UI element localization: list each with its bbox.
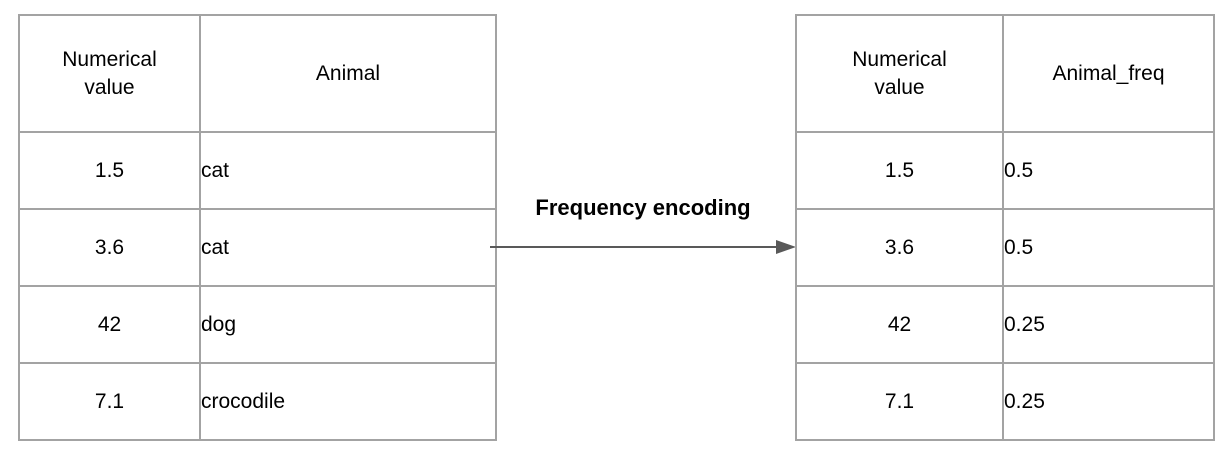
table-row: 7.1 0.25 [795,362,1215,441]
table-row: 1.5 cat [18,131,497,210]
output-table: Numerical value Animal_freq 1.5 0.5 3.6 … [795,14,1215,441]
column-header-label: Numerical value [852,48,947,99]
table-row: 1.5 0.5 [795,131,1215,210]
table-header-row: Numerical value Animal [18,14,497,133]
transformation-annotation: Frequency encoding [490,194,796,258]
arrow-head [776,240,796,254]
arrow-label: Frequency encoding [535,195,751,220]
table-cell: crocodile [199,362,497,441]
table-cell: 0.25 [1002,285,1215,364]
table-cell: 0.25 [1002,362,1215,441]
table-row: 3.6 cat [18,208,497,287]
table-cell: cat [199,208,497,287]
table-cell: 0.5 [1002,131,1215,210]
column-header-animal-freq: Animal_freq [1002,14,1215,133]
table-row: 42 0.25 [795,285,1215,364]
table-cell: cat [199,131,497,210]
table-cell: dog [199,285,497,364]
table-cell: 7.1 [18,362,201,441]
table-row: 42 dog [18,285,497,364]
table-row: 3.6 0.5 [795,208,1215,287]
table-cell: 3.6 [18,208,201,287]
column-header-numerical-value: Numerical value [795,14,1004,133]
column-header-label: Numerical value [62,48,157,99]
column-header-animal: Animal [199,14,497,133]
table-cell: 1.5 [18,131,201,210]
table-header-row: Numerical value Animal_freq [795,14,1215,133]
table-cell: 3.6 [795,208,1004,287]
right-arrow-icon [490,240,796,254]
table-cell: 0.5 [1002,208,1215,287]
table-cell: 7.1 [795,362,1004,441]
table-row: 7.1 crocodile [18,362,497,441]
input-table: Numerical value Animal 1.5 cat 3.6 cat 4… [18,14,497,441]
table-cell: 42 [795,285,1004,364]
table-cell: 1.5 [795,131,1004,210]
table-cell: 42 [18,285,201,364]
column-header-numerical-value: Numerical value [18,14,201,133]
